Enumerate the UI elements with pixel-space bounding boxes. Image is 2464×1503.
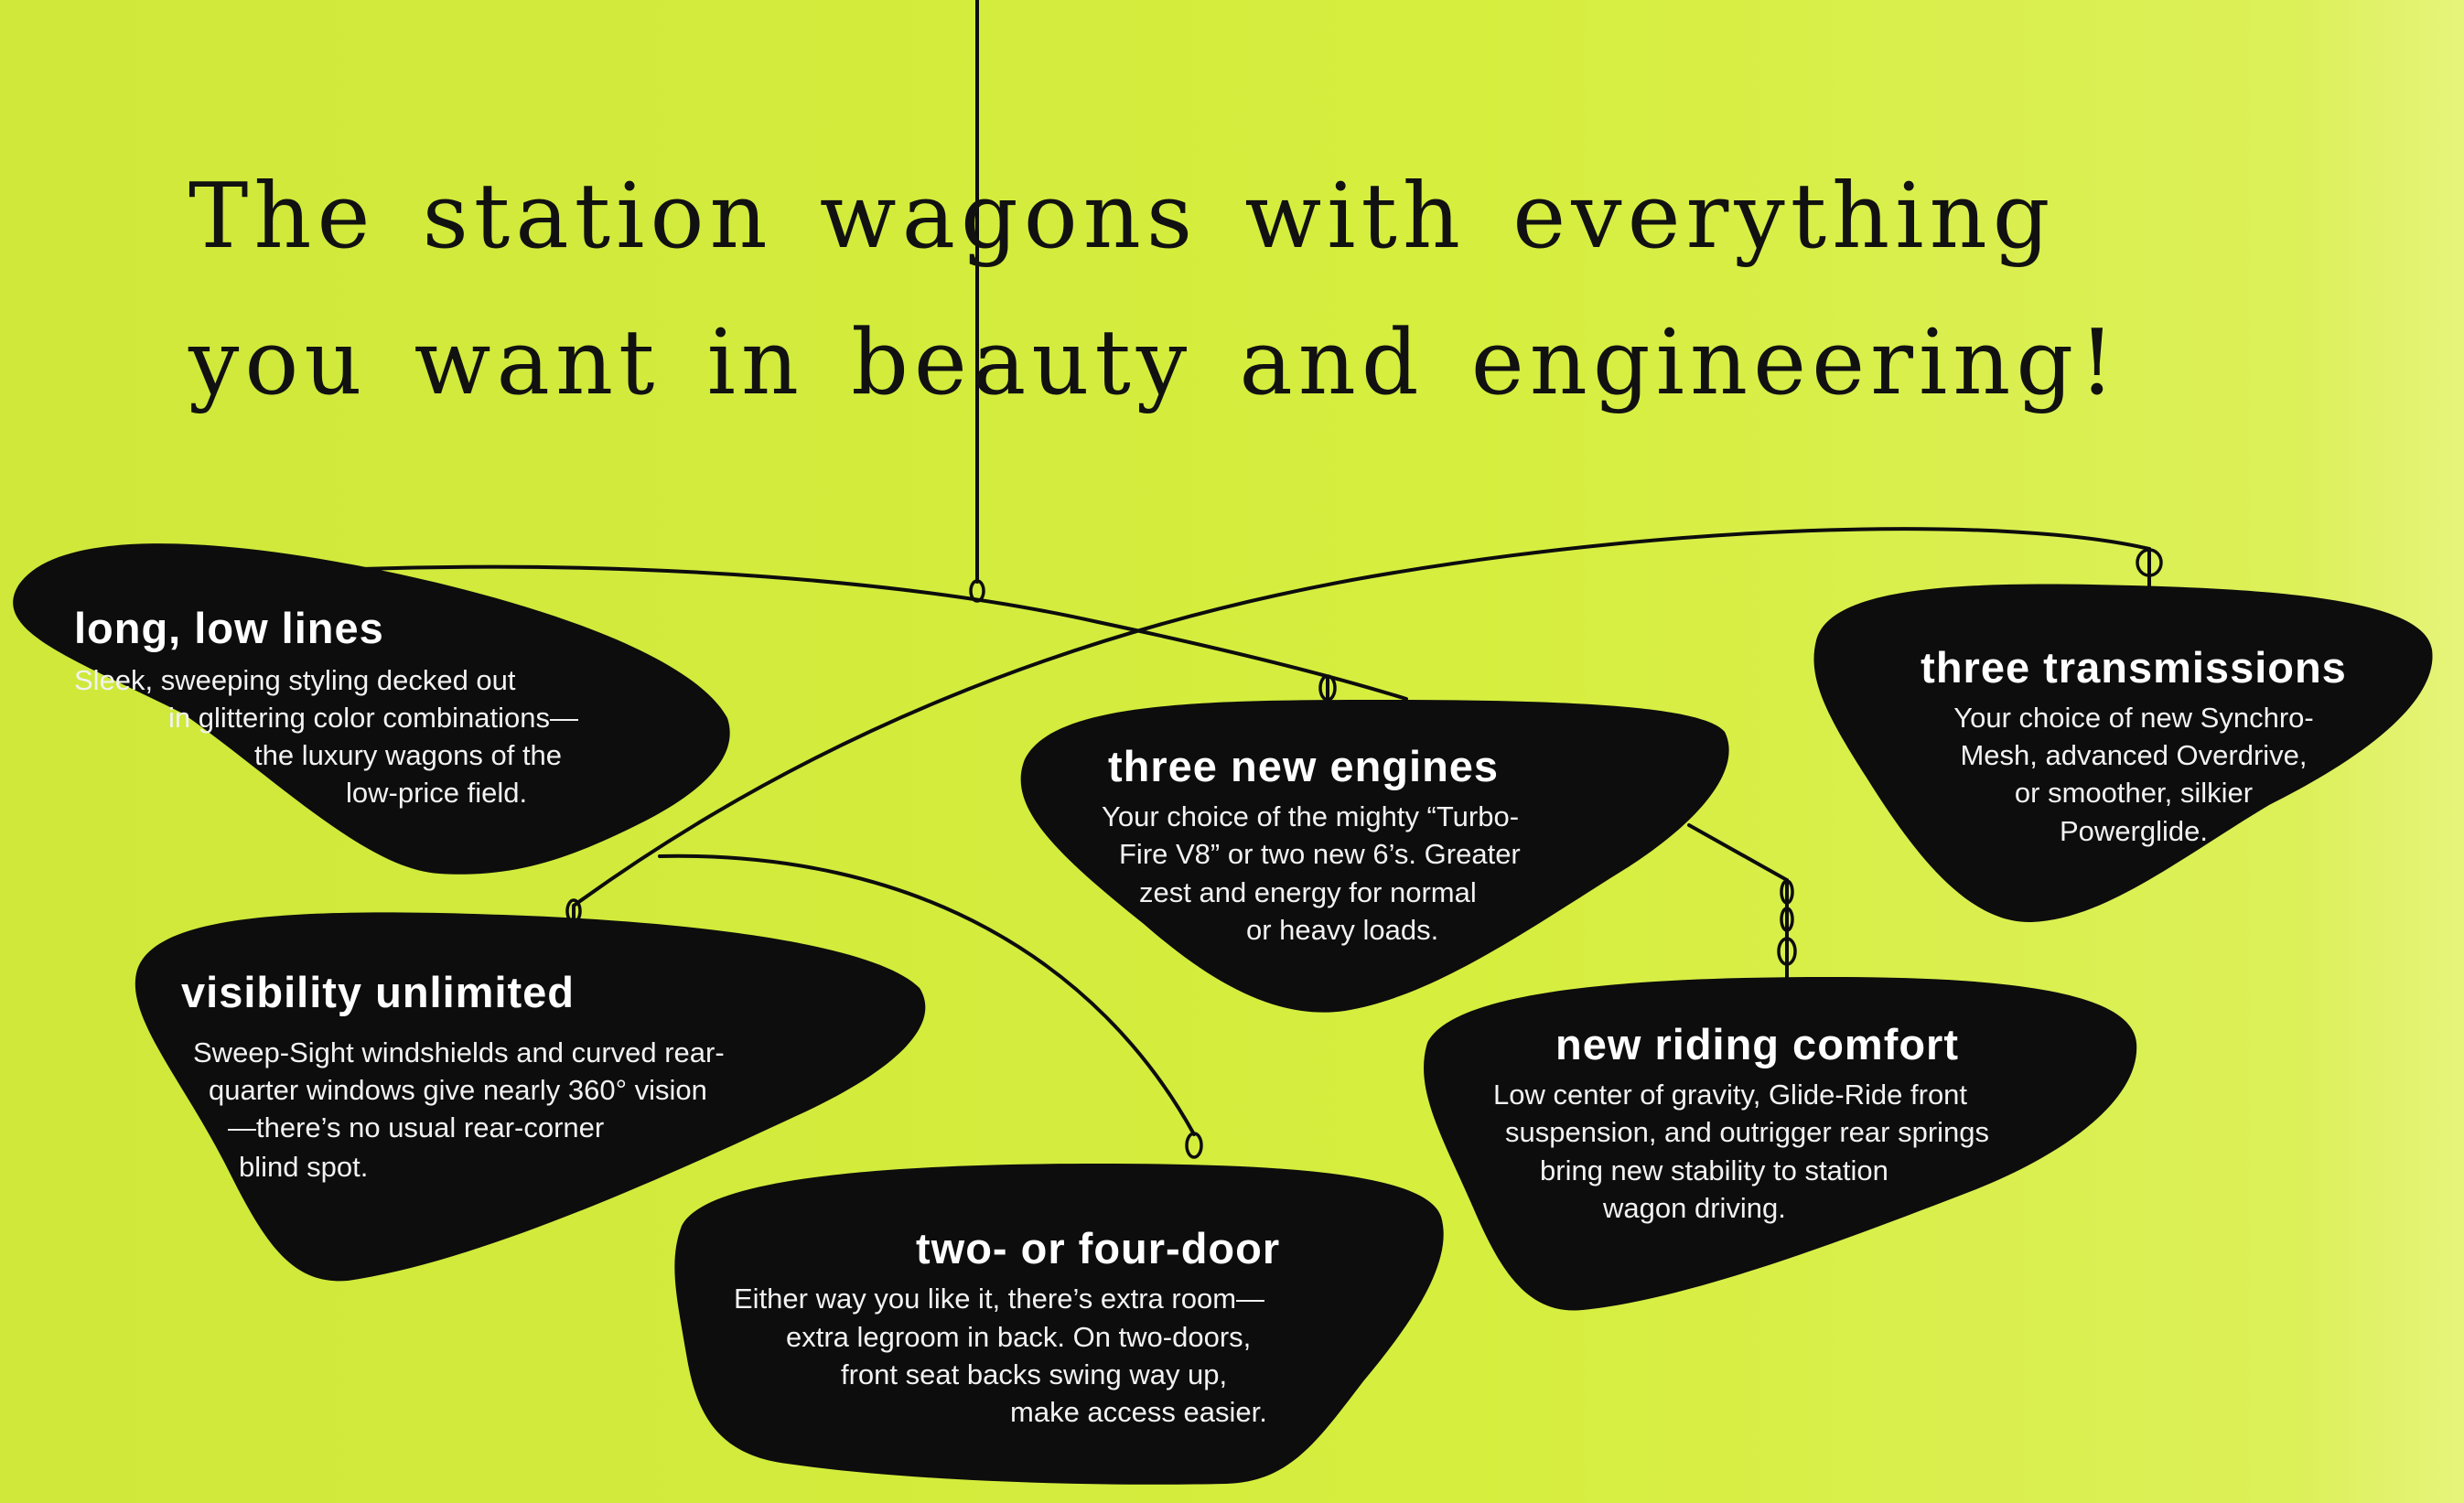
feature-line: Either way you like it, there’s extra ro… bbox=[734, 1283, 1265, 1315]
feature-line: or heavy loads. bbox=[1246, 914, 1439, 946]
feature-title: long, low lines bbox=[74, 604, 384, 652]
feature-line: zest and energy for normal bbox=[1139, 876, 1477, 908]
feature-line: Your choice of new Synchro- bbox=[1953, 702, 2314, 734]
blob-visibility-unlimited bbox=[134, 912, 926, 1282]
feature-line: low-price field. bbox=[346, 777, 528, 809]
feature-title: new riding comfort bbox=[1555, 1020, 1959, 1068]
feature-title: three new engines bbox=[1108, 742, 1500, 790]
feature-line: bring new stability to station bbox=[1540, 1154, 1888, 1186]
feature-line: wagon driving. bbox=[1603, 1192, 1786, 1224]
headline-line-1: The station wagons with everything bbox=[188, 165, 2056, 269]
feature-line: extra legroom in back. On two-doors, bbox=[786, 1321, 1252, 1353]
blob-new-riding-comfort bbox=[1424, 977, 2137, 1311]
feature-line: front seat backs swing way up, bbox=[841, 1358, 1228, 1390]
engine-wire bbox=[1687, 823, 1789, 999]
feature-line: in glittering color combinations— bbox=[168, 702, 578, 734]
blob-two-or-four-door bbox=[674, 1164, 1444, 1485]
hook-rings bbox=[565, 548, 2163, 1159]
feature-line: or smoother, silkier bbox=[2014, 777, 2254, 809]
feature-title: two- or four-door bbox=[916, 1224, 1281, 1272]
feature-line: Powerglide. bbox=[2060, 815, 2208, 847]
feature-line: make access easier. bbox=[1010, 1396, 1267, 1428]
feature-line: Low center of gravity, Glide-Ride front bbox=[1493, 1079, 1968, 1111]
feature-line: Sleek, sweeping styling decked out bbox=[74, 664, 516, 696]
feature-title: three transmissions bbox=[1921, 643, 2347, 692]
lower-arc-wire bbox=[658, 853, 1196, 1136]
feature-line: Your choice of the mighty “Turbo- bbox=[1102, 800, 1520, 832]
feature-title: visibility unlimited bbox=[181, 968, 576, 1016]
feature-line: Sweep-Sight windshields and curved rear- bbox=[193, 1036, 725, 1068]
feature-line: blind spot. bbox=[239, 1151, 369, 1183]
feature-line: suspension, and outrigger rear springs bbox=[1505, 1116, 1990, 1148]
feature-line: the luxury wagons of the bbox=[254, 739, 563, 771]
blob-three-new-engines bbox=[1020, 700, 1729, 1013]
blob-long-low-lines bbox=[13, 543, 730, 875]
feature-line: quarter windows give nearly 360° vision bbox=[209, 1074, 707, 1106]
top-wire bbox=[360, 564, 1408, 701]
feature-line: Fire V8” or two new 6’s. Greater bbox=[1119, 838, 1521, 870]
headline-line-2: you want in beauty and engineering! bbox=[188, 311, 2121, 415]
feature-line: Mesh, advanced Overdrive, bbox=[1960, 739, 2308, 771]
long-arc-wire bbox=[572, 527, 2151, 907]
blob-three-transmissions bbox=[1813, 584, 2433, 923]
feature-line: —there’s no usual rear-corner bbox=[228, 1111, 605, 1143]
